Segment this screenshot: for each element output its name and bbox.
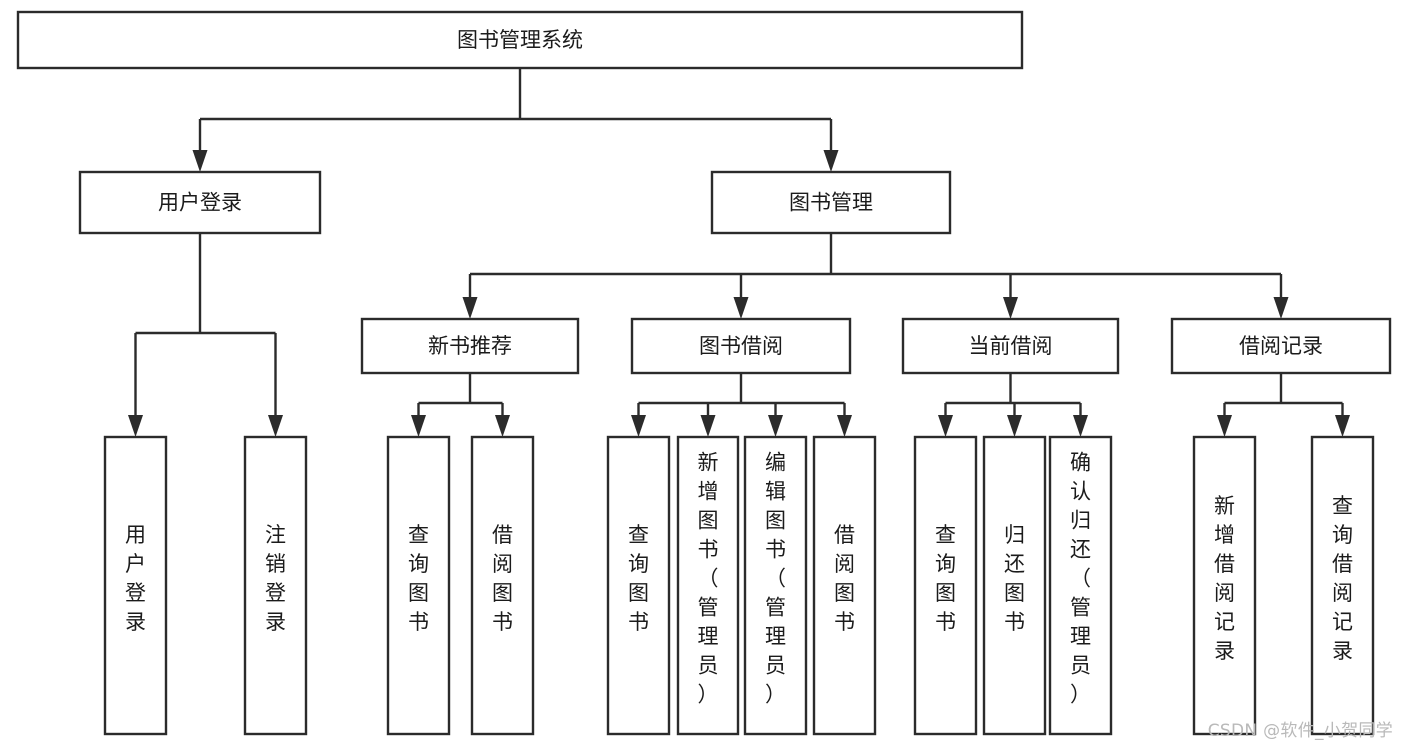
node-label: 确认归还（管理员） [1070,451,1091,707]
arrow-head-icon [1073,415,1088,437]
node-box [360,317,580,375]
arrow-head-icon [411,415,426,437]
node-current-borrow[interactable]: 当前借阅 [901,317,1120,375]
node-label: 图书管理 [789,191,873,215]
node-leaf-query-record[interactable]: 查询借阅记录 [1310,435,1375,736]
node-box [1170,317,1392,375]
node-box [470,435,535,736]
node-label: 当前借阅 [969,334,1053,358]
node-label: 归还图书 [1004,523,1025,634]
node-box [743,435,808,736]
node-box [982,435,1047,736]
arrow-head-icon [631,415,646,437]
arrow-head-icon [938,415,953,437]
node-borrow-record[interactable]: 借阅记录 [1170,317,1392,375]
arrow-head-icon [1273,297,1289,319]
node-box [1048,435,1113,736]
node-label: 借阅图书 [834,523,855,634]
node-label: 查询借阅记录 [1332,494,1353,663]
node-box [606,435,671,736]
node-label: 新书推荐 [428,334,512,358]
node-leaf-borrow-book[interactable]: 借阅图书 [812,435,877,736]
node-leaf-borrow-book-rec[interactable]: 借阅图书 [470,435,535,736]
watermark-label: CSDN @软件_小贺同学 [1207,721,1393,741]
arrow-head-icon [700,415,716,437]
arrow-head-icon [268,415,283,437]
node-label: 查询图书 [935,523,956,634]
node-leaf-user-login[interactable]: 用户登录 [103,435,168,736]
node-leaf-confirm-return[interactable]: 确认归还（管理员） [1048,435,1113,736]
node-box [710,170,952,235]
node-label: 借阅图书 [492,523,513,634]
node-box [812,435,877,736]
node-label: 图书借阅 [699,334,783,358]
node-label: 用户登录 [125,523,146,634]
connectors-layer [128,68,1350,437]
arrow-head-icon [1007,415,1022,437]
arrow-head-icon [768,415,783,437]
node-box [16,10,1024,70]
arrow-head-icon [837,415,852,437]
node-label: 新增图书（管理员） [698,451,719,707]
arrow-head-icon [823,150,839,172]
node-box [676,435,740,736]
node-label: 借阅记录 [1239,334,1323,358]
node-box [630,317,852,375]
node-leaf-query-book-cur[interactable]: 查询图书 [913,435,978,736]
node-label: 新增借阅记录 [1214,494,1235,663]
node-root[interactable]: 图书管理系统 [16,10,1024,70]
node-box [386,435,451,736]
arrow-head-icon [495,415,510,437]
node-box [1310,435,1375,736]
arrow-head-icon [1335,415,1350,437]
arrow-head-icon [192,150,208,172]
nodes-layer: 图书管理系统用户登录图书管理新书推荐图书借阅当前借阅借阅记录用户登录注销登录查询… [16,10,1392,736]
arrow-head-icon [128,415,143,437]
node-label: 编辑图书（管理员） [765,451,786,707]
node-leaf-edit-book[interactable]: 编辑图书（管理员） [743,435,808,736]
node-leaf-logout[interactable]: 注销登录 [243,435,308,736]
node-box [913,435,978,736]
arrow-head-icon [733,297,749,319]
node-box [901,317,1120,375]
node-new-book-rec[interactable]: 新书推荐 [360,317,580,375]
node-box [1192,435,1257,736]
node-book-borrow[interactable]: 图书借阅 [630,317,852,375]
arrow-head-icon [1003,297,1018,319]
arrow-head-icon [1217,415,1232,437]
node-book-manage[interactable]: 图书管理 [710,170,952,235]
node-label: 图书管理系统 [457,28,583,52]
node-leaf-add-book[interactable]: 新增图书（管理员） [676,435,740,736]
node-label: 用户登录 [158,191,242,215]
node-label: 注销登录 [265,523,286,634]
node-leaf-query-book-rec[interactable]: 查询图书 [386,435,451,736]
node-leaf-add-record[interactable]: 新增借阅记录 [1192,435,1257,736]
node-box [243,435,308,736]
node-label: 查询图书 [408,523,429,634]
node-box [78,170,322,235]
node-leaf-return-book[interactable]: 归还图书 [982,435,1047,736]
node-user-login[interactable]: 用户登录 [78,170,322,235]
node-leaf-query-book-borrow[interactable]: 查询图书 [606,435,671,736]
node-label: 查询图书 [628,523,649,634]
arrow-head-icon [462,297,478,319]
node-box [103,435,168,736]
